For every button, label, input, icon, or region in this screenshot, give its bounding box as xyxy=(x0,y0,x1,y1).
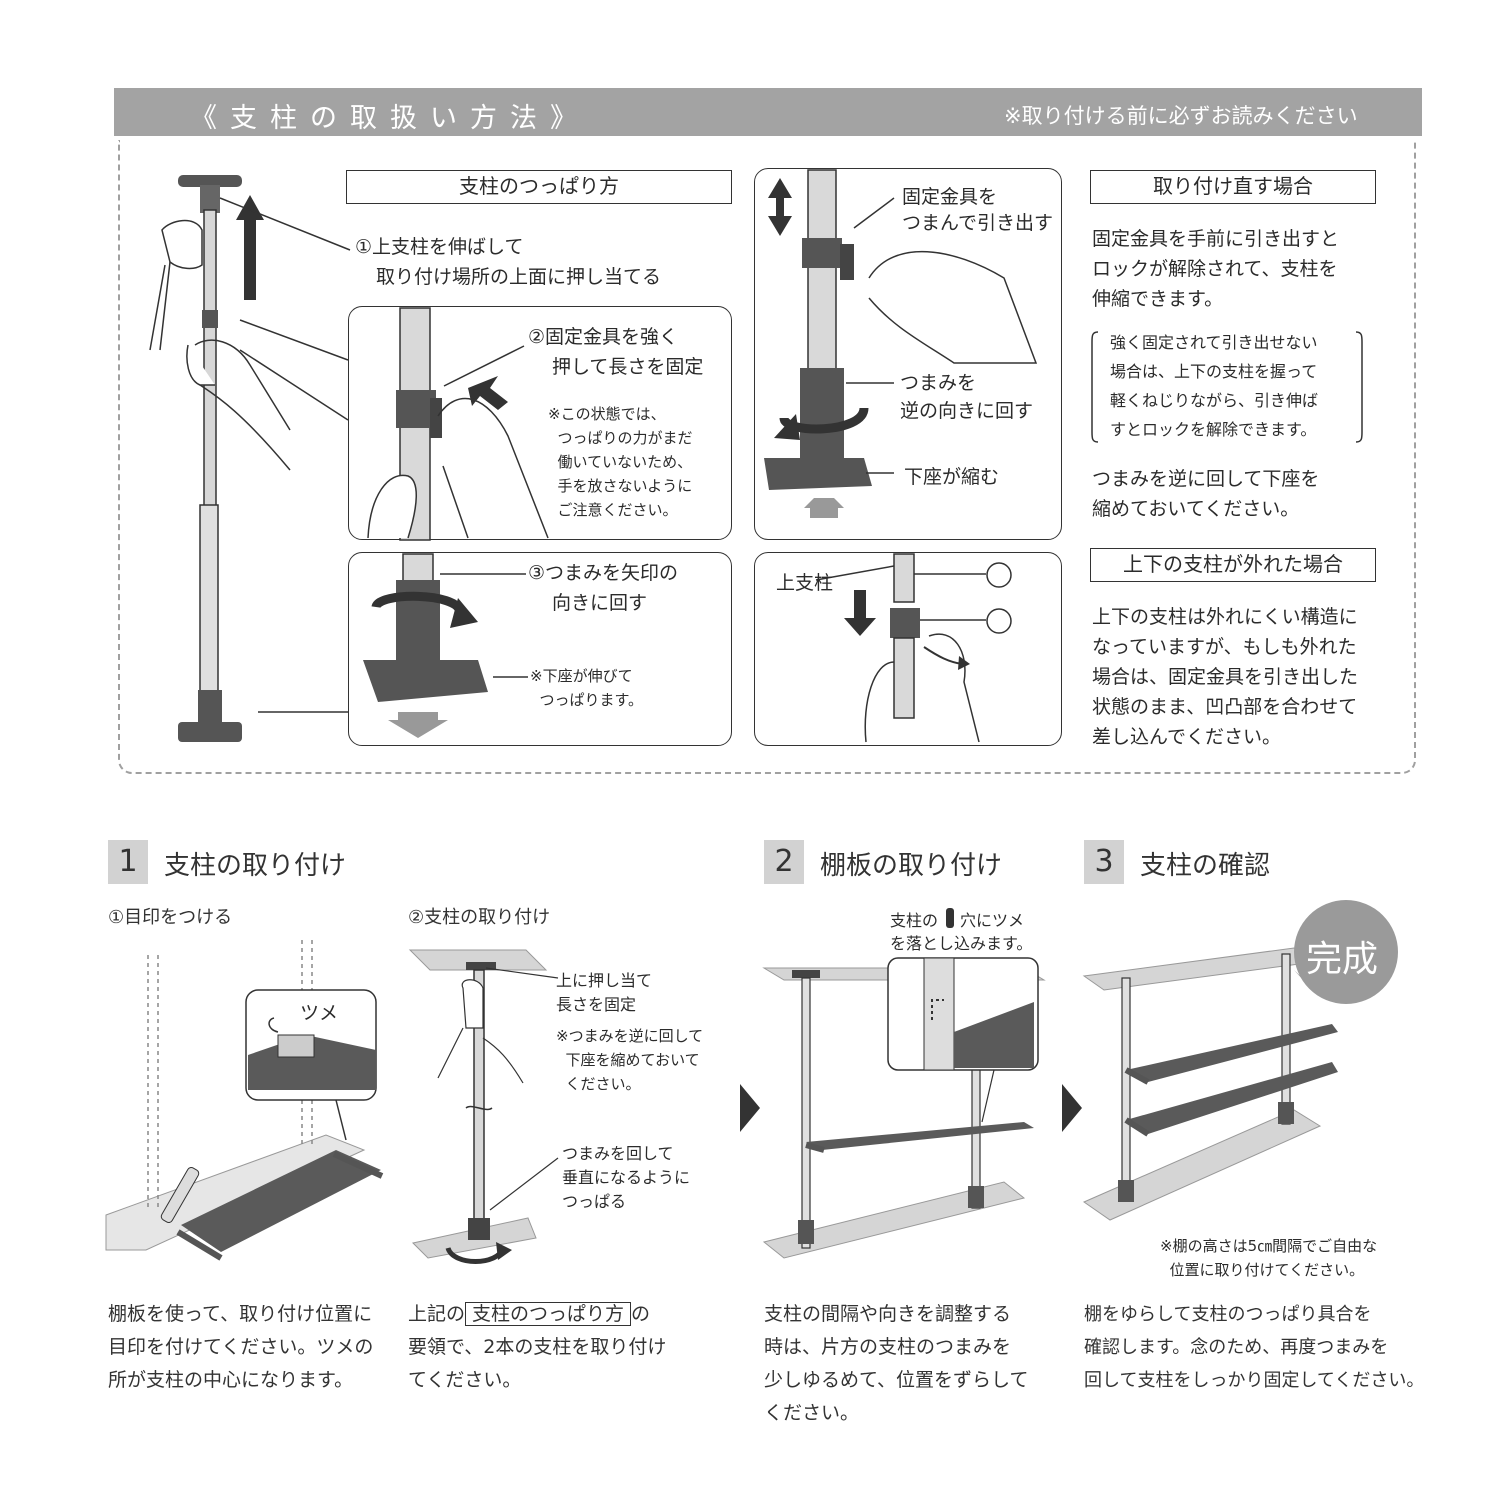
banner-note: ※取り付ける前に必ずお読みください xyxy=(1004,104,1358,128)
release-pull-line1: 固定金具を xyxy=(902,186,998,208)
desc2-post: の xyxy=(631,1303,651,1325)
step2-number: 2 xyxy=(764,840,804,884)
step1-sub1: ①目印をつける xyxy=(108,907,233,928)
release-pull-line2: つまんで引き出す xyxy=(902,212,1054,234)
next-arrow-icon xyxy=(1062,1084,1082,1132)
step1-sub2: ②支柱の取り付け xyxy=(408,907,551,928)
step1-desc2: 上記の支柱のつっぱり方の 要領で、2本の支柱を取り付け てください。 xyxy=(408,1298,666,1397)
step1-title: 支柱の取り付け xyxy=(164,851,347,881)
leader-lines xyxy=(219,197,351,713)
step3-title: 支柱の確認 xyxy=(1140,851,1271,881)
turn-text: つまみを回して 垂直になるように つっぱる xyxy=(562,1144,691,1211)
release-base: 下座が縮む xyxy=(904,466,1000,488)
desc2-box: 支柱のつっぱり方 xyxy=(465,1302,632,1326)
complete-shelf-illustration xyxy=(1082,900,1398,1221)
shelf-attach-illustration xyxy=(762,957,1046,1259)
banner-title: 《支柱の取扱い方法》 xyxy=(190,103,590,134)
detached-label: 上下の支柱が外れた場合 xyxy=(1090,548,1376,582)
reattach-text2: つまみを逆に回して下座を 縮めておいてください。 xyxy=(1092,468,1320,520)
step1-line1: ①上支柱を伸ばして xyxy=(355,236,524,258)
tsume-label: ツメ xyxy=(300,1002,339,1024)
step2-line2: 押して長さを固定 xyxy=(552,356,704,378)
detached-text: 上下の支柱は外れにくい構造に なっていますが、もしも外れた 場合は、固定金具を引… xyxy=(1092,606,1359,748)
reattach-text: 固定金具を手前に引き出すと ロックが解除されて、支柱を 伸縮できます。 xyxy=(1092,228,1340,310)
reattach-bracket-text: 強く固定されて引き出せない 場合は、上下の支柱を握って 軽くねじりながら、引き伸… xyxy=(1110,333,1319,439)
full-pole-illustration xyxy=(149,175,291,742)
step2-line1: ②固定金具を強く xyxy=(528,326,679,348)
pole-install-illustration xyxy=(408,949,559,1264)
step3-note: ※下座が伸びて つっぱります。 xyxy=(530,667,644,709)
step2-title: 棚板の取り付け xyxy=(820,851,1003,881)
step1-desc1: 棚板を使って、取り付け位置に 目印を付けてください。ツメの 所が支柱の中心になり… xyxy=(108,1303,374,1391)
clamp-press-illustration xyxy=(367,307,549,541)
step3-number: 3 xyxy=(1084,840,1124,884)
step2-note: ※この状態では、 つっぱりの力がまだ 働いていないため、 手を放さないように ご… xyxy=(548,405,693,519)
instructions-banner xyxy=(114,88,1422,136)
step3-note: ※棚の高さは5㎝間隔でご自由な 位置に取り付けてください。 xyxy=(1160,1237,1378,1279)
step3-desc: 棚をゆらして支柱のつっぱり具合を 確認します。念のため、再度つまみを 回して支柱… xyxy=(1084,1304,1425,1391)
step1-line2: 取り付け場所の上面に押し当てる xyxy=(376,266,662,288)
desc2-pre: 上記の xyxy=(408,1303,466,1325)
mark-position-illustration xyxy=(105,940,384,1261)
press-line2: 長さを固定 xyxy=(556,995,637,1014)
bracket-marks xyxy=(1091,331,1363,443)
knob-turn-illustration xyxy=(363,553,528,738)
desc2-rest: 要領で、2本の支柱を取り付け てください。 xyxy=(408,1336,667,1391)
release-knob-line1: つまみを xyxy=(900,372,977,394)
step2-hint-line2: を落とし込みます。 xyxy=(890,934,1033,953)
step2-hint-line1a: 支柱の xyxy=(890,911,939,930)
step2-hint-line1b: 穴にツメ xyxy=(960,911,1025,930)
step1-number: 1 xyxy=(108,840,148,884)
release-illustration xyxy=(764,169,1038,518)
release-knob-line2: 逆の向きに回す xyxy=(900,400,1034,422)
tension-method-label: 支柱のつっぱり方 xyxy=(346,170,732,204)
next-arrow-icon xyxy=(740,1084,760,1132)
reattach-label: 取り付け直す場合 xyxy=(1090,170,1376,204)
reconnect-illustration xyxy=(815,553,1012,743)
step3-line2: 向きに回す xyxy=(552,592,648,614)
step2-desc: 支柱の間隔や向きを調整する 時は、片方の支柱のつまみを 少しゆるめて、位置をずら… xyxy=(764,1303,1029,1424)
press-line1: 上に押し当て xyxy=(556,971,653,990)
instructions-frame xyxy=(118,140,1416,774)
complete-badge: 完成 xyxy=(1306,939,1379,980)
upper-pole-label: 上支柱 xyxy=(776,572,834,594)
step3-line1: ③つまみを矢印の xyxy=(528,562,679,584)
slot-icon xyxy=(946,908,954,928)
press-note: ※つまみを逆に回して 下座を縮めておいて ください。 xyxy=(556,1027,704,1093)
